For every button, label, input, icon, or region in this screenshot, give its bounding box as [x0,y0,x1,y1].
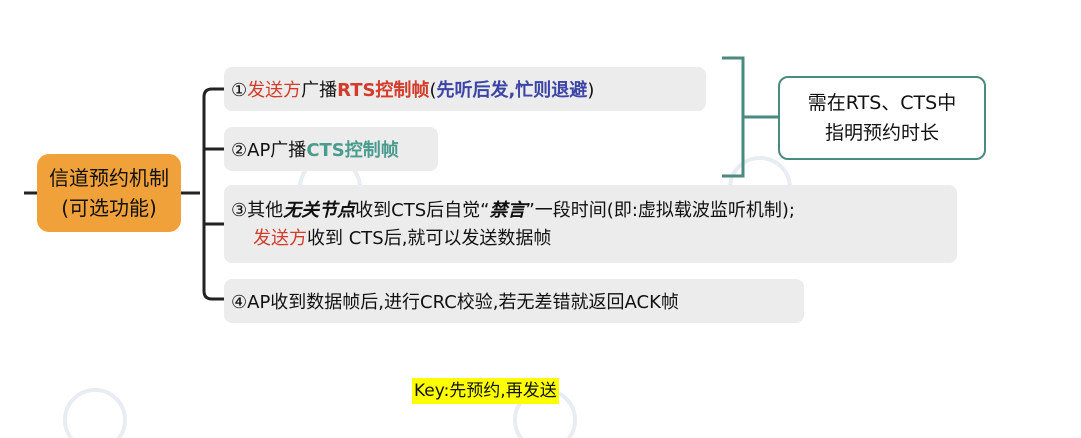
step-3-line-2: 发送方收到 CTS后,就可以发送数据帧 [231,225,957,253]
step-2-node: ②AP广播CTS控制帧 [224,127,438,171]
note-line-2: 指明预约时长 [824,122,939,144]
step-1-node: ①发送方广播RTS控制帧(先听后发,忙则退避) [224,67,706,111]
note-line-1: 需在RTS、CTS中 [807,92,957,114]
step-3-text-a: 其他 [247,200,284,221]
root-subtitle: (可选功能) [61,196,157,220]
step-4-text: AP收到数据帧后,进行CRC校验,若无差错就返回ACK帧 [247,292,679,313]
step-1-paren-open: ( [429,80,437,101]
step-4-node: ④AP收到数据帧后,进行CRC校验,若无差错就返回ACK帧 [224,279,804,323]
step-1-number: ① [231,80,248,101]
root-node: 信道预约机制 (可选功能) [37,154,181,232]
step-1-paren-text: 先听后发,忙则退避 [436,80,588,101]
step-1-actor: 发送方 [247,80,302,101]
root-title: 信道预约机制 [49,166,169,190]
step-1-paren-close: ) [587,80,595,101]
key-highlight: Key:先预约,再发送 [412,378,559,404]
step-2-number: ② [231,140,248,161]
step-2-frame: CTS控制帧 [306,140,399,161]
step-3-actor: 发送方 [253,228,307,249]
step-3-em-1: 无关节点 [283,200,356,221]
step-3-text-c: ”一段时间(即:虚拟载波监听机制); [525,200,795,221]
note-box: 需在RTS、CTS中 指明预约时长 [778,76,986,160]
step-3-text-b: 收到CTS后自觉“ [355,200,490,221]
step-3-node: ③其他无关节点收到CTS后自觉“禁言”一段时间(即:虚拟载波监听机制); 发送方… [224,185,957,263]
step-3-text-rest: 收到 CTS后,就可以发送数据帧 [307,228,552,249]
step-1-frame: RTS控制帧 [337,80,430,101]
step-3-line-1: ③其他无关节点收到CTS后自觉“禁言”一段时间(即:虚拟载波监听机制); [231,197,957,225]
step-1-verb: 广播 [301,80,338,101]
step-3-number: ③ [231,200,248,221]
step-4-number: ④ [231,292,248,313]
step-2-actor: AP广播 [247,140,307,161]
step-3-em-2: 禁言 [489,200,526,221]
